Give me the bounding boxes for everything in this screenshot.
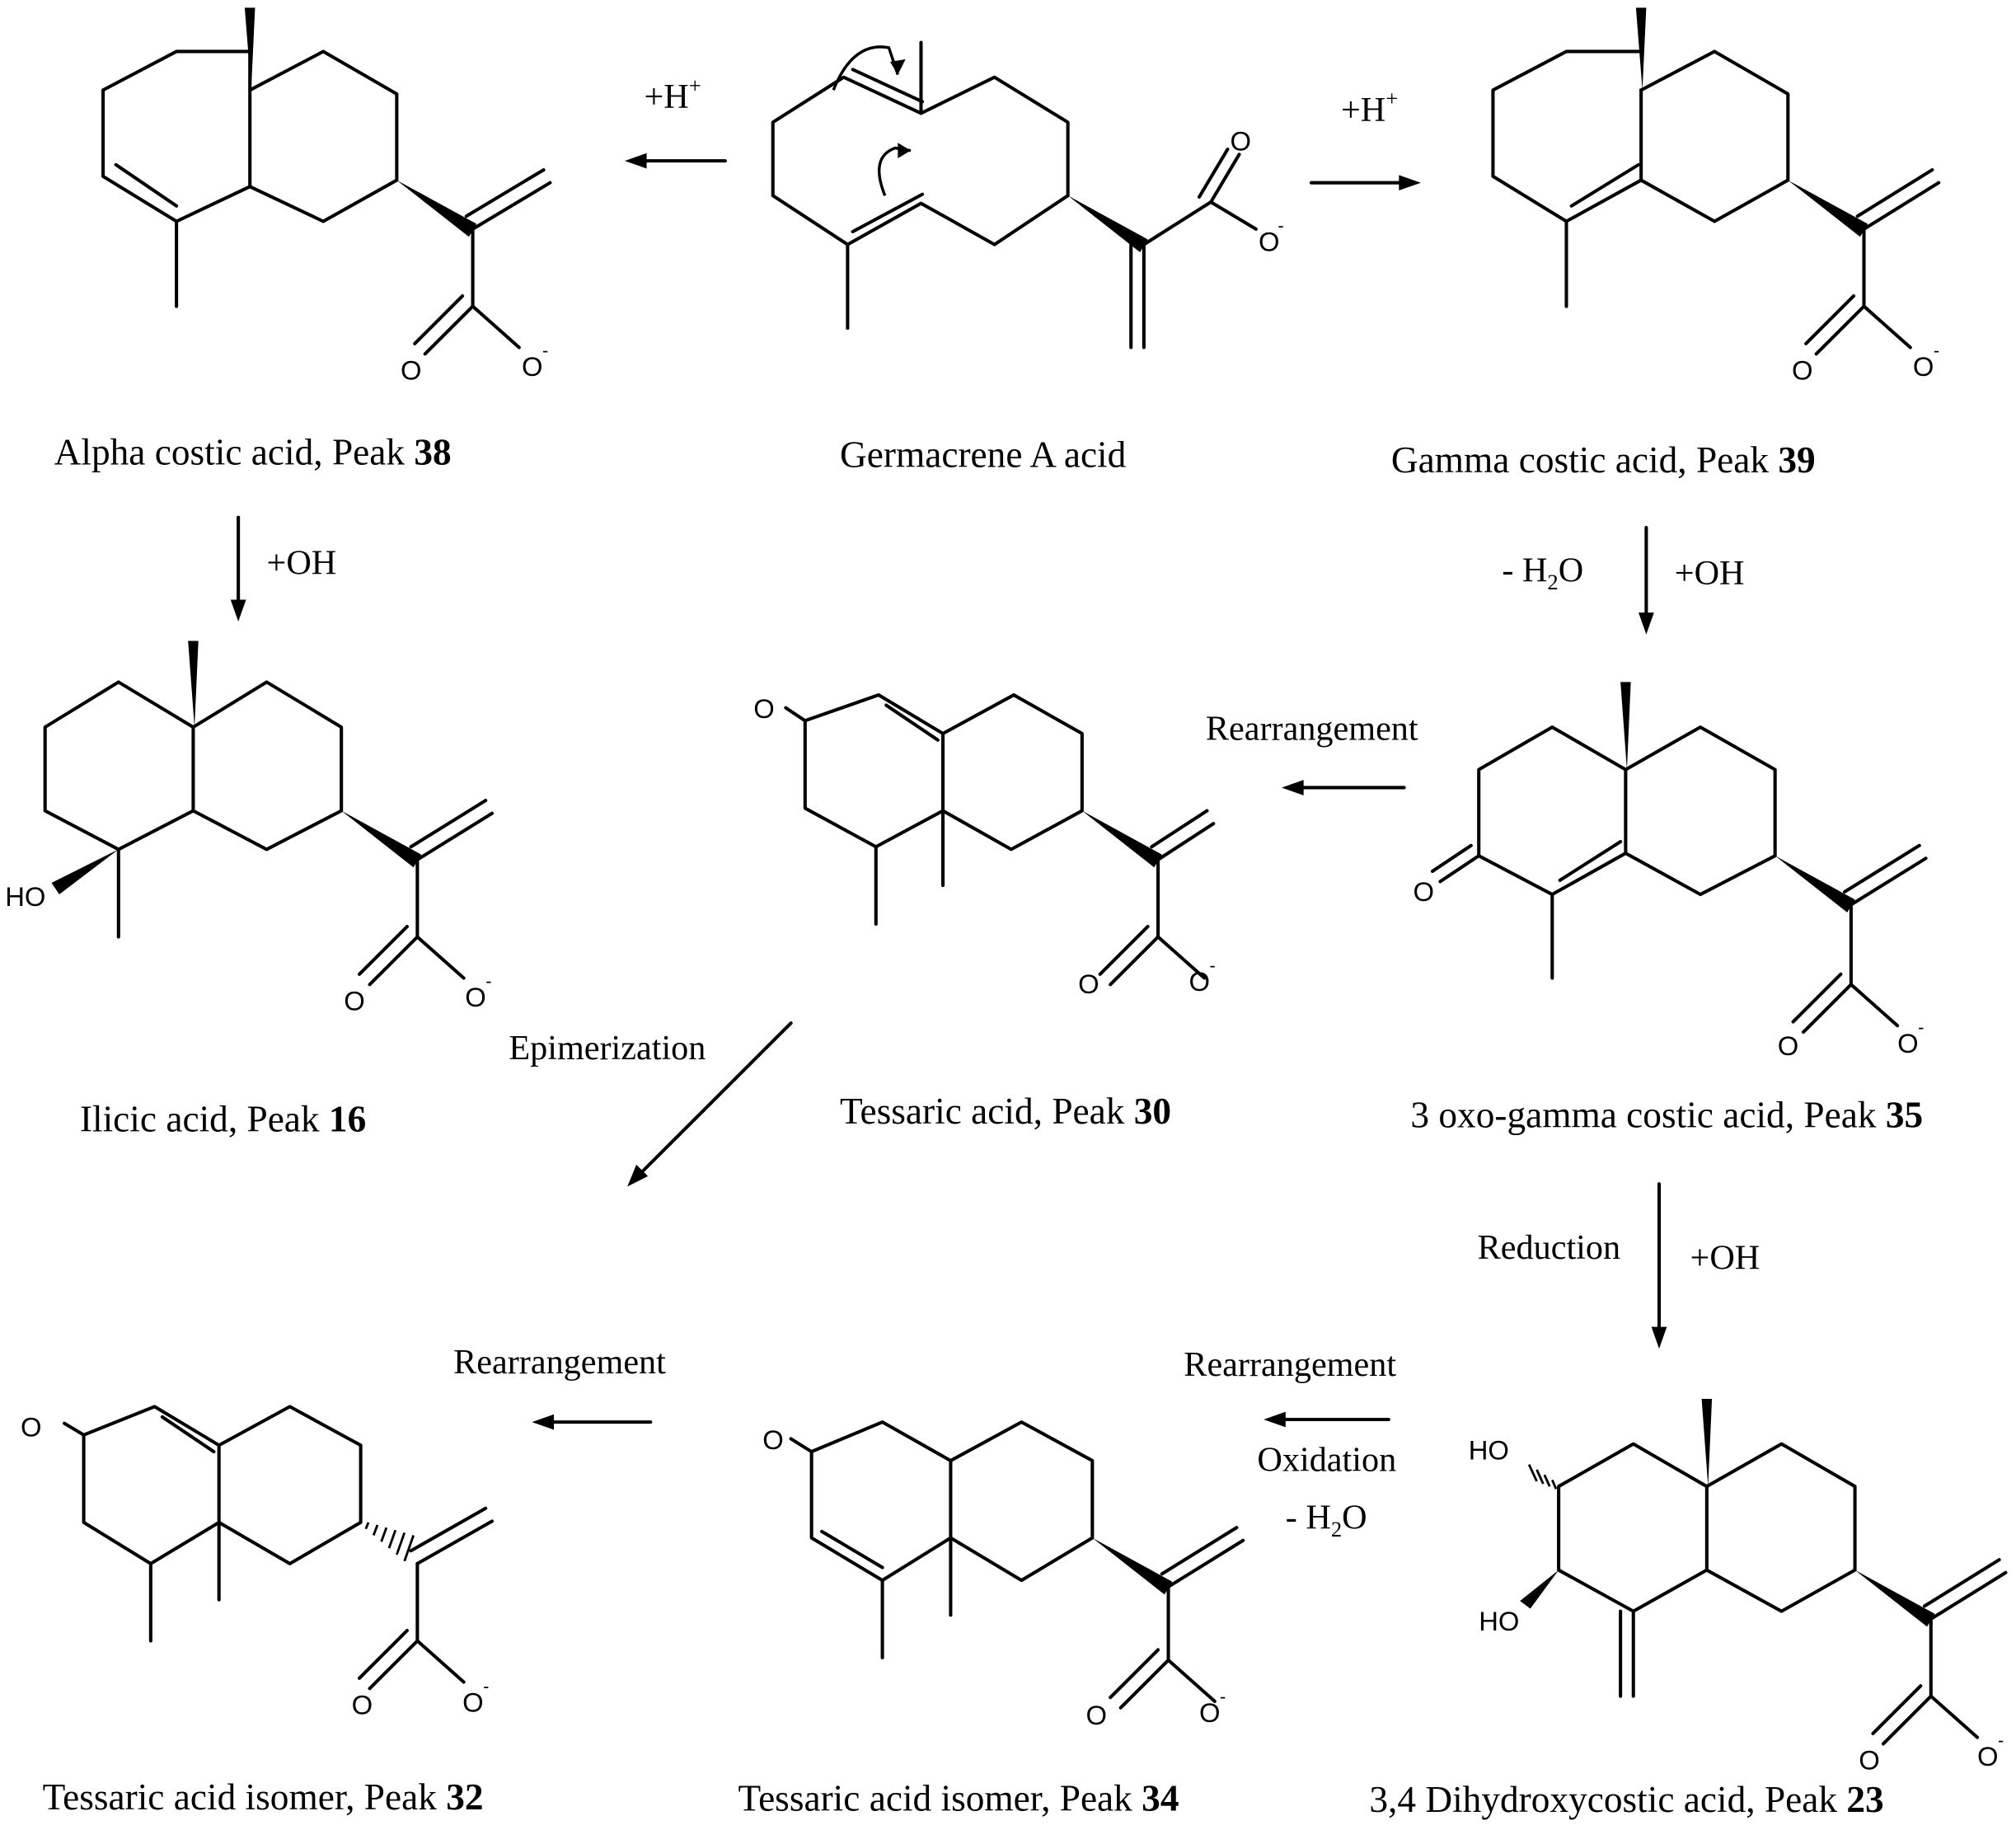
carbonyl-oxygen: O	[352, 1690, 373, 1720]
gamma-costic-acid-structure	[1491, 7, 1941, 356]
hash-bond	[364, 1522, 415, 1562]
germacrene-a-acid-structure	[771, 40, 1258, 350]
carboxylate-oxygen: O	[1913, 351, 1934, 382]
carbonyl-oxygen: O	[1792, 355, 1813, 386]
tessaric-acid-isomer-32-label: Tessaric acid isomer, Peak 32	[42, 1777, 484, 1818]
negative-charge: -	[1278, 215, 1283, 236]
dihydroxycostic-acid-structure	[1520, 1399, 2008, 1746]
dehydration-condition: - H2O	[1285, 1498, 1367, 1542]
peak-number: 34	[1142, 1778, 1179, 1820]
germacrene-a-acid-label: Germacrene A acid	[840, 434, 1127, 476]
tessaric-acid-structure	[784, 693, 1216, 987]
negative-charge: -	[485, 970, 491, 991]
peak-number: 32	[446, 1777, 484, 1818]
oxo-gamma-costic-acid-label: 3 oxo-gamma costic acid, Peak 35	[1410, 1095, 1924, 1137]
arrow-to-isomer-32	[532, 1414, 653, 1430]
ketone-oxygen: O	[1414, 876, 1435, 907]
hydroxyl-label: HO	[5, 881, 45, 912]
carboxylate-oxygen: O	[1977, 1741, 1999, 1771]
negative-charge: -	[542, 340, 548, 360]
arrow-to-tessaric	[1282, 780, 1406, 795]
peak-number: 30	[1133, 1091, 1172, 1133]
ketone-oxygen: O	[753, 693, 775, 724]
ketone-oxygen: O	[762, 1424, 784, 1455]
arrow-to-dihydroxy	[1651, 1182, 1667, 1349]
carbonyl-oxygen: O	[401, 355, 422, 386]
arrow-to-gamma-costic	[1310, 175, 1421, 191]
gamma-costic-acid-label: Gamma costic acid, Peak 39	[1390, 439, 1816, 481]
dehydration-condition: - H2O	[1502, 551, 1584, 595]
arrow-to-alpha-costic	[625, 152, 727, 169]
carbonyl-oxygen: O	[1859, 1745, 1880, 1776]
negative-charge: -	[1210, 955, 1216, 976]
oxidation-condition: Oxidation	[1257, 1439, 1397, 1479]
tessaric-acid-label: Tessaric acid, Peak 30	[840, 1091, 1172, 1133]
protonation-condition-left: +H+	[644, 73, 701, 116]
carbonyl-oxygen: O	[1231, 126, 1252, 157]
peak-number: 39	[1778, 439, 1816, 481]
alpha-costic-acid-structure	[101, 7, 552, 356]
dihydroxycostic-acid-label: 3,4 Dihydroxycostic acid, Peak 23	[1369, 1780, 1884, 1822]
protonation-condition-right: +H+	[1340, 86, 1399, 129]
negative-charge: -	[1220, 1686, 1226, 1706]
rearrangement-condition: Rearrangement	[453, 1342, 666, 1382]
tessaric-acid-isomer-32-structure	[63, 1405, 495, 1691]
negative-charge: -	[483, 1676, 489, 1696]
carboxylate-oxygen: O	[465, 982, 486, 1012]
peak-number: 23	[1846, 1780, 1884, 1822]
hydroxyl-label: HO	[1469, 1434, 1509, 1465]
carbonyl-oxygen: O	[344, 986, 365, 1016]
ilicic-acid-label: Ilicic acid, Peak 16	[79, 1099, 367, 1141]
ilicic-acid-structure	[43, 640, 495, 987]
tessaric-acid-isomer-34-label: Tessaric acid isomer, Peak 34	[738, 1778, 1179, 1820]
atom-labels: O O - O O - O O - HO O O - O O O - O O O…	[5, 126, 2004, 1776]
tessaric-acid-isomer-34-structure	[789, 1420, 1245, 1710]
hydroxylation-condition: +OH	[1690, 1237, 1760, 1277]
peak-number: 16	[328, 1099, 367, 1141]
carboxylate-oxygen: O	[462, 1687, 484, 1717]
peak-number: 38	[414, 432, 452, 474]
arrow-to-oxo-gamma	[1639, 526, 1654, 635]
reduction-condition: Reduction	[1477, 1227, 1621, 1267]
arrow-to-ilicic	[230, 515, 246, 622]
carboxylate-oxygen: O	[1199, 1697, 1221, 1728]
carboxylate-oxygen: O	[522, 351, 543, 382]
hydroxylation-condition: +OH	[266, 542, 337, 582]
carbonyl-oxygen: O	[1778, 1030, 1799, 1061]
carboxylate-oxygen: O	[1259, 226, 1280, 256]
carbonyl-oxygen: O	[1078, 969, 1099, 999]
hydroxyl-label: HO	[1479, 1606, 1519, 1636]
ketone-oxygen: O	[21, 1411, 42, 1442]
epimerization-condition: Epimerization	[509, 1028, 706, 1068]
arrow-to-isomer-34	[1264, 1411, 1390, 1428]
peak-number: 35	[1885, 1095, 1924, 1137]
hydroxylation-condition: +OH	[1674, 553, 1745, 593]
alpha-costic-acid-label: Alpha costic acid, Peak 38	[54, 432, 452, 474]
negative-charge: -	[1918, 1017, 1924, 1038]
rearrangement-condition: Rearrangement	[1184, 1344, 1397, 1384]
hash-bond	[1527, 1464, 1558, 1490]
arrow-epimerization	[627, 1021, 793, 1187]
carbonyl-oxygen: O	[1086, 1700, 1108, 1730]
carboxylate-oxygen: O	[1897, 1028, 1919, 1058]
rearrangement-condition: Rearrangement	[1205, 709, 1418, 748]
negative-charge: -	[1998, 1730, 2004, 1751]
negative-charge: -	[1934, 340, 1939, 360]
oxo-gamma-costic-acid-structure	[1430, 682, 1928, 1035]
reaction-arrows	[230, 152, 1667, 1430]
carboxylate-oxygen: O	[1189, 966, 1211, 997]
